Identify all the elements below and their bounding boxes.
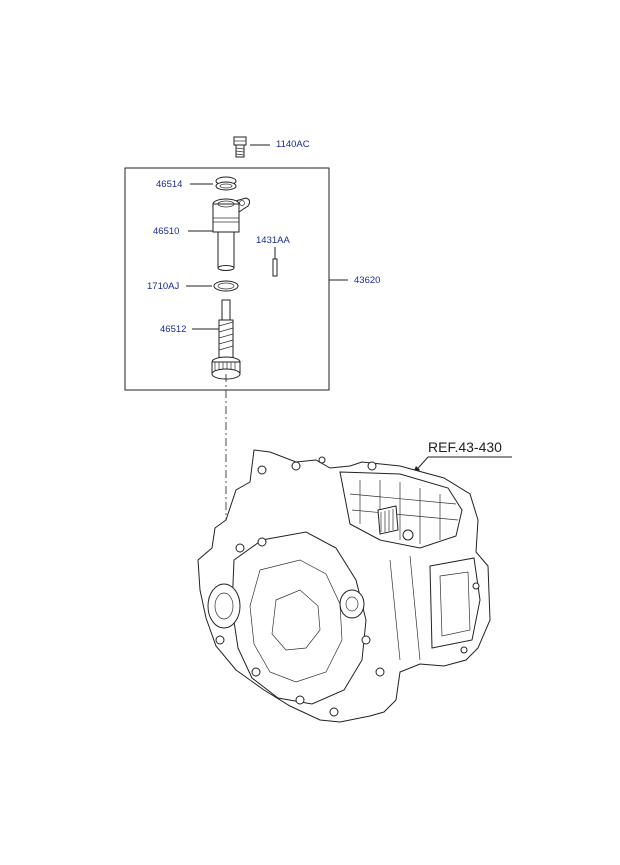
reference-label: REF.43-430 [428, 439, 502, 455]
label-46512: 46512 [160, 324, 186, 335]
bolt-icon [233, 136, 247, 158]
label-43620: 43620 [354, 275, 380, 286]
pin-icon [272, 258, 278, 277]
gasket-icon [213, 280, 239, 292]
assembly-box [124, 167, 330, 391]
driven-gear-icon [211, 299, 241, 380]
speedometer-sleeve-icon [212, 197, 251, 271]
transmission-housing-icon [197, 449, 491, 723]
label-46514: 46514 [156, 179, 182, 190]
label-1710AJ: 1710AJ [147, 281, 179, 292]
label-1140AC: 1140AC [276, 139, 310, 150]
oring-icon [215, 176, 237, 191]
label-1431AA: 1431AA [256, 235, 290, 246]
label-46510: 46510 [153, 226, 179, 237]
